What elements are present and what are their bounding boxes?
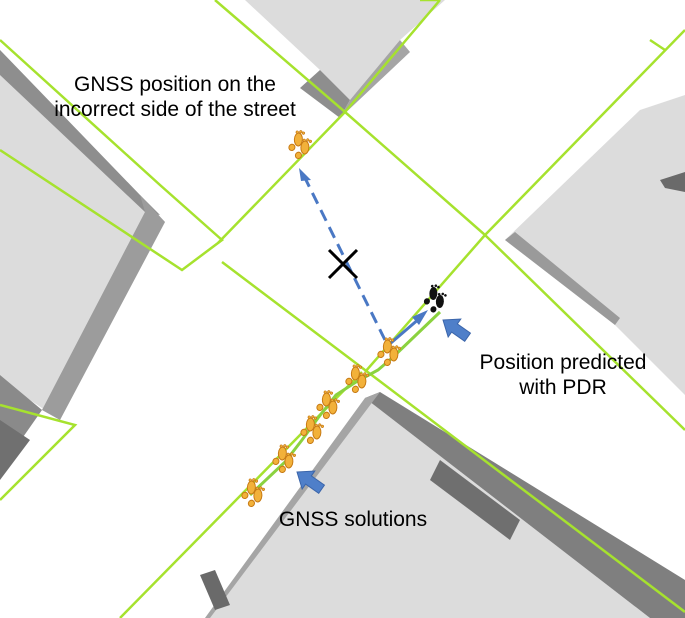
- building-left: [0, 50, 165, 480]
- orange-footprints-icon: [373, 334, 407, 370]
- annotation-line: with PDR: [519, 376, 607, 399]
- annotation-line: incorrect side of the street: [54, 98, 296, 121]
- dashed-link-line: [303, 177, 387, 341]
- x-mark-icon: [327, 248, 359, 280]
- blue-block-arrow-icon: [436, 310, 475, 347]
- annotation-gnss-solutions: GNSS solutions: [278, 508, 428, 531]
- annotation-gnss-wrong-side: GNSS position on the incorrect side of t…: [20, 72, 330, 122]
- curb-left-low: [0, 403, 78, 501]
- curb-center-left: [217, 111, 346, 244]
- curb-sw-street: [221, 261, 685, 613]
- pdr-arrowhead: [412, 310, 428, 325]
- curb-ne-inner: [649, 38, 666, 52]
- annotation-line: Position predicted: [479, 351, 647, 374]
- annotation-line: GNSS position on the: [74, 73, 276, 96]
- annotation-pdr-prediction: Position predicted with PDR: [452, 350, 674, 400]
- building-bottom: [200, 392, 685, 618]
- curb-e: [484, 234, 685, 431]
- building-right: [505, 95, 685, 395]
- black-footprints-icon: [419, 282, 452, 317]
- dashed-link-arrowhead: [299, 168, 311, 181]
